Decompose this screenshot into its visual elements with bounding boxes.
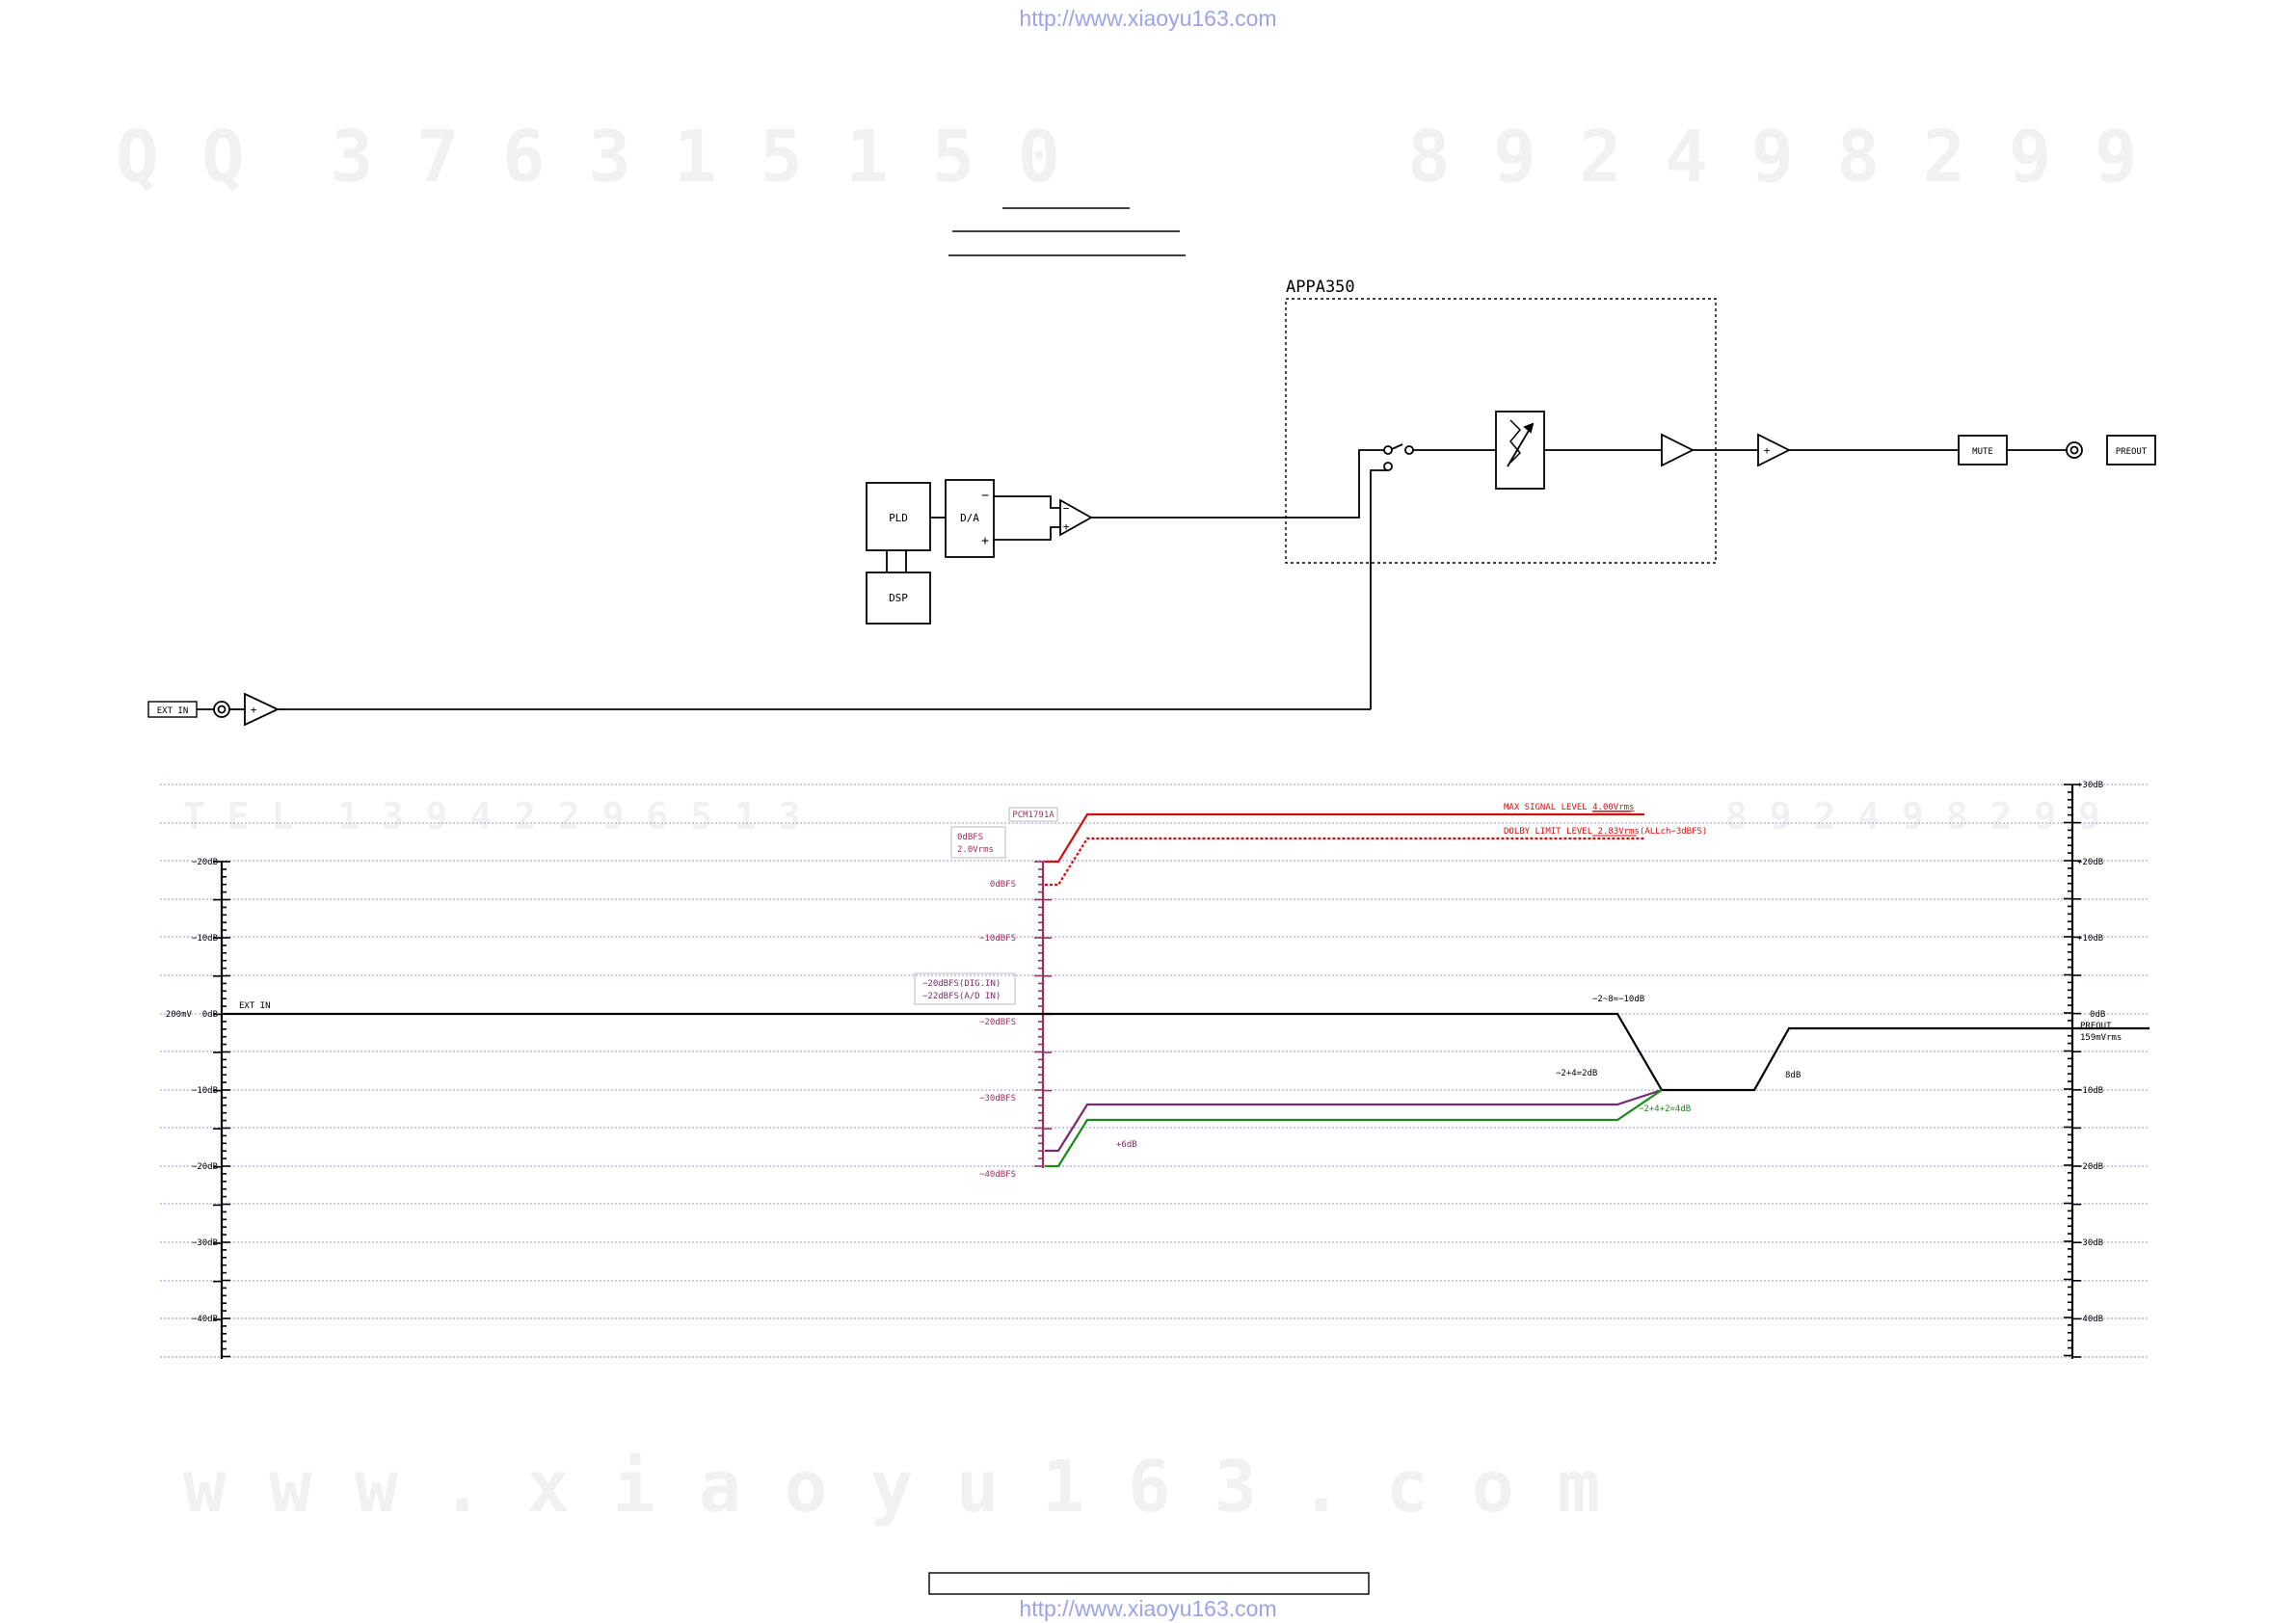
dig-in-box — [914, 972, 1016, 1005]
appa350-box — [1285, 298, 1717, 564]
preout-box — [2106, 435, 2156, 466]
chart-annotations: EXT IN PCM1791A 0dBFS 2.0Vrms −20dBFS(DI… — [239, 803, 2122, 1150]
ext-in-level-trace — [224, 1012, 2149, 1092]
left-label-m30: −30dB — [192, 1238, 218, 1248]
left-scale-labels: −20dB −10dB 200mV 0dB −10dB −20dB −30dB … — [166, 858, 218, 1324]
left-label-m40: −40dB — [192, 1315, 218, 1324]
right-label-0: 0dB — [2090, 1010, 2105, 1020]
switch-contact-a — [1383, 445, 1393, 455]
preout-jack-inner — [2069, 445, 2079, 455]
right-scale — [2064, 784, 2081, 1359]
right-label-m10: −10dB — [2077, 1086, 2103, 1096]
right-label-m40: −40dB — [2077, 1315, 2103, 1324]
right-scale-labels: +30dB +20dB +10dB 0dB −10dB −20dB −30dB … — [2077, 781, 2105, 1324]
pcm-chip-box — [1008, 807, 1058, 822]
switch-contact-b — [1404, 445, 1414, 455]
watermark-www: w w w . x i a o y u 1 6 3 . c o m — [183, 1446, 1600, 1529]
dig-in-line1: −20dBFS(DIG.IN) — [922, 979, 1001, 989]
chart-ext-in-label: EXT IN — [239, 1001, 271, 1011]
da-plus: + — [981, 534, 989, 548]
right-label-p20: +20dB — [2077, 858, 2103, 867]
pld-block — [866, 482, 931, 551]
max-signal-trace — [1045, 812, 1644, 864]
preout-level-value: 159mVrms — [2080, 1033, 2122, 1043]
level-chart-grid — [160, 784, 2149, 1358]
ext-in-jack-outer — [213, 701, 230, 718]
dolby-limit-label: DOLBY LIMIT LEVEL 2.83Vrms(ALLch−3dBFS) — [1504, 827, 1707, 837]
watermark-tel-right: 8 9 2 4 9 8 2 9 9 — [1725, 795, 2100, 838]
output-amp-triangle — [1757, 433, 1792, 467]
footer-url[interactable]: http://www.xiaoyu163.com — [1019, 1596, 1277, 1621]
da-label: D/A — [960, 512, 979, 524]
diff-amp-minus: − — [1063, 502, 1070, 515]
switch-contact-c — [1383, 462, 1393, 471]
dbfs-box-line1: 0dBFS — [957, 833, 983, 842]
block-diagram — [147, 298, 2156, 727]
pld-label: PLD — [889, 512, 908, 524]
mid-label-m20dbfs: −20dBFS — [979, 1018, 1016, 1027]
dolby-limit-trace — [1045, 837, 1644, 887]
purple-level-trace — [1045, 1088, 1663, 1153]
bottom-title-box — [928, 1572, 1370, 1595]
green-level-trace — [1045, 1089, 1663, 1168]
volume-block — [1495, 411, 1545, 490]
block-diagram-labels: APPA350 PLD DSP D/A − + − + + + MUTE PRE… — [157, 278, 2148, 716]
left-label-m20b: −20dB — [192, 1162, 218, 1172]
mid-label-m10dbfs: −10dBFS — [979, 934, 1016, 944]
right-label-m30: −30dB — [2077, 1238, 2103, 1248]
diff-amp-plus: + — [1063, 520, 1070, 533]
ext-in-jack-inner — [217, 705, 227, 714]
watermark-group: Q Q 3 7 6 3 1 5 1 5 0 8 9 2 4 9 8 2 9 9 … — [116, 116, 2137, 1529]
left-label-m10: −10dB — [192, 934, 218, 944]
level-traces — [224, 812, 2149, 1168]
left-label-0: 200mV 0dB — [166, 1010, 218, 1020]
watermark-tel: T E L 1 3 9 4 2 2 9 6 5 1 3 — [183, 795, 801, 838]
da-minus: − — [981, 489, 989, 503]
right-label-p10: +10dB — [2077, 934, 2103, 944]
buffer-triangle — [1661, 433, 1695, 467]
ext-in-label: EXT IN — [157, 706, 189, 716]
dbfs-box — [950, 826, 1006, 859]
right-label-m20: −20dB — [2077, 1162, 2103, 1172]
preout-jack-outer — [2066, 441, 2083, 459]
title-underlines — [948, 207, 1186, 256]
gain-m2-m8-label: −2~8=−10dB — [1592, 995, 1644, 1004]
watermark-number: 8 9 2 4 9 8 2 9 9 — [1407, 116, 2137, 199]
mid-label-m30dbfs: −30dBFS — [979, 1094, 1016, 1104]
watermark-qq: Q Q 3 7 6 3 1 5 1 5 0 — [116, 116, 1060, 199]
right-label-p30: +30dB — [2077, 781, 2103, 790]
preout-label: PREOUT — [2116, 447, 2148, 457]
mute-label: MUTE — [1972, 447, 1993, 457]
plus6db-label: +6dB — [1116, 1140, 1137, 1150]
output-amp-plus: + — [1764, 444, 1771, 457]
gain-m2-4-2-label: −2+4+2=4dB — [1639, 1104, 1691, 1114]
gain-8db-label: 8dB — [1785, 1071, 1801, 1080]
ext-in-amp-triangle — [244, 692, 280, 727]
da-block — [945, 479, 995, 558]
gain-m2-4-label: −2+4=2dB — [1556, 1069, 1597, 1078]
appa350-label: APPA350 — [1286, 278, 1355, 297]
mid-scale-labels: 0dBFS −10dBFS −20dBFS −30dBFS −40dBFS — [979, 880, 1016, 1180]
dig-in-line2: −22dBFS(A/D IN) — [922, 992, 1001, 1001]
dsp-label: DSP — [889, 592, 908, 604]
mid-label-0dbfs: 0dBFS — [990, 880, 1016, 890]
pcm-chip-label: PCM1791A — [1012, 811, 1055, 820]
left-scale — [213, 861, 230, 1359]
left-label-m20: −20dB — [192, 858, 218, 867]
preout-level-label: PREOUT — [2080, 1022, 2112, 1031]
diff-amp-triangle — [1059, 498, 1093, 537]
mid-label-m40dbfs: −40dBFS — [979, 1170, 1016, 1180]
dbfs-box-line2: 2.0Vrms — [957, 845, 994, 855]
left-label-m10b: −10dB — [192, 1086, 218, 1096]
header-url[interactable]: http://www.xiaoyu163.com — [1019, 6, 1277, 31]
max-signal-label: MAX SIGNAL LEVEL 4.00Vrms — [1504, 803, 1634, 812]
ext-amp-plus: + — [251, 704, 257, 716]
dsp-block — [866, 572, 931, 625]
